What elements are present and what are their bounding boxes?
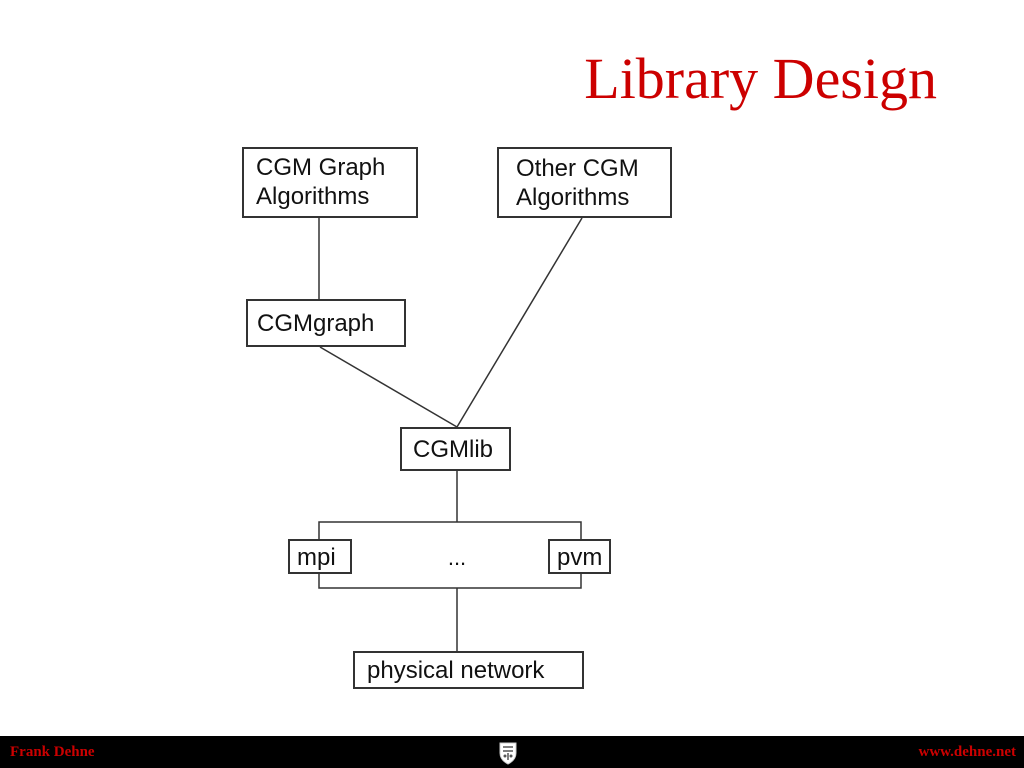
- cgm-graph-algorithms-line-2: Algorithms: [256, 183, 370, 210]
- slide-title: Library Design: [584, 46, 937, 111]
- cgm-graph-algorithms-box: CGM Graph Algorithms: [242, 147, 418, 218]
- cgmlib-label: CGMlib: [413, 436, 494, 463]
- cgm-graph-algorithms-line-1: CGM Graph: [256, 154, 386, 181]
- other-cgm-algorithms-box: Other CGM Algorithms: [497, 147, 672, 218]
- cgmlib-box: CGMlib: [400, 427, 511, 471]
- footer-author: Frank Dehne: [10, 744, 95, 760]
- mpi-label: mpi: [297, 544, 336, 571]
- transport-ellipsis: ...: [447, 545, 467, 570]
- mpi-box: mpi: [288, 539, 352, 574]
- other-cgm-algorithms-line-1: Other CGM: [516, 155, 639, 182]
- cgmgraph-label: CGMgraph: [257, 310, 375, 337]
- cgmgraph-box: CGMgraph: [246, 299, 406, 347]
- pvm-label: pvm: [557, 544, 603, 571]
- edge-cgmgraph-to-cgmlib: [319, 346, 458, 428]
- other-cgm-algorithms-line-2: Algorithms: [516, 184, 630, 211]
- university-crest-icon: [499, 742, 517, 765]
- pvm-box: pvm: [548, 539, 611, 574]
- footer-url[interactable]: www.dehne.net: [918, 744, 1016, 760]
- edge-other-algorithms-to-cgmlib: [456, 217, 583, 428]
- physical-network-box: physical network: [353, 651, 584, 689]
- physical-network-label: physical network: [367, 657, 545, 684]
- slide-footer: Frank Dehne www.dehne.net: [0, 736, 1024, 768]
